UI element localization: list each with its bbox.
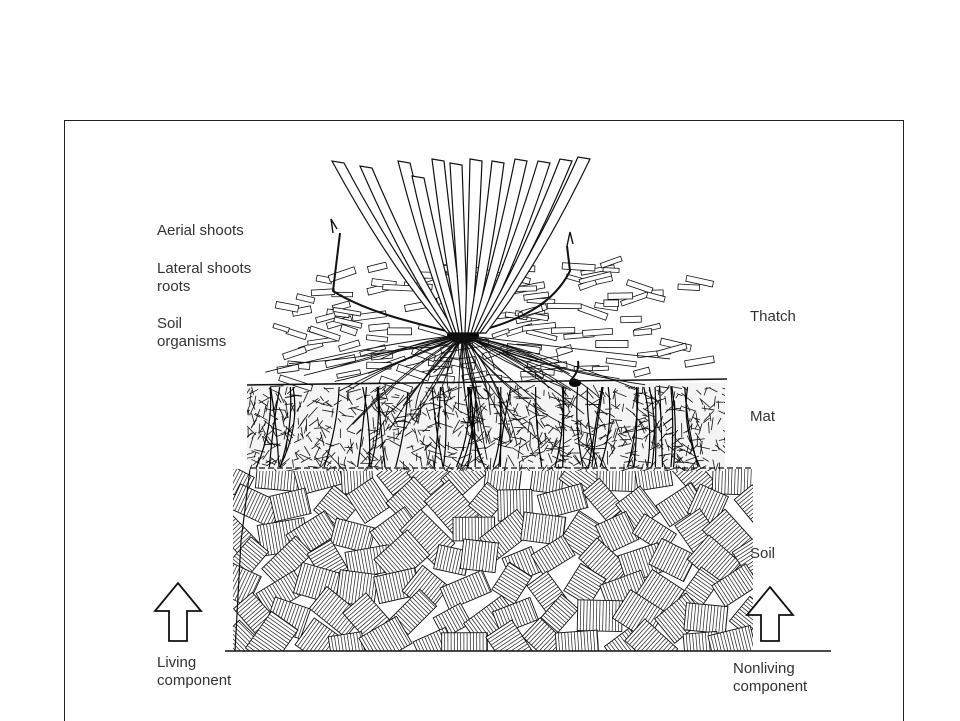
thatch-fragment [603,268,619,273]
thatch-fragment [492,329,510,338]
diagram-frame: Aerial shoots Lateral shoots roots Soil … [64,120,904,721]
thatch-fragment [388,328,412,335]
thatch-fragment [328,267,356,282]
arrow-up-icon [155,583,201,641]
thatch-fragment [583,328,613,336]
soil-block [555,630,599,665]
thatch-fragment [339,340,361,351]
soil-block [440,570,491,609]
label-roots: roots [157,277,190,296]
soil-layer [211,450,782,675]
thatch-fragment [592,366,608,371]
thatch-fragment [633,367,650,377]
thatch-fragment [369,323,390,331]
label-thatch: Thatch [750,307,796,326]
thatch-fragment [626,280,653,294]
thatch-fragment [311,289,334,296]
label-mat: Mat [750,407,775,426]
shoot-tip [567,232,573,246]
label-soil: Soil [750,544,775,563]
thatch-fragment [562,263,595,271]
soil-block [270,488,311,521]
thatch-fragment [621,316,642,323]
thatch-fragment [367,262,387,272]
thatch-fragment [337,370,361,379]
soil-block [684,603,728,634]
label-nonliving-line1: Nonliving [733,659,795,678]
thatch-fragment [551,328,574,334]
thatch-fragment [596,340,628,347]
thatch-fragment [685,356,715,367]
label-lateral-shoots: Lateral shoots [157,259,251,278]
soil-profile-illustration [65,121,903,721]
mat-layer [237,383,734,484]
label-nonliving-line2: component [733,677,807,696]
thatch-fragment [606,358,636,367]
arrow-up-icon [747,587,793,641]
thatch-fragment [604,300,619,306]
thatch-fragment [608,293,633,300]
thatch-fragment [283,347,307,360]
thatch-fragment [273,323,290,332]
label-living-line1: Living [157,653,196,672]
soil-block [460,539,498,573]
shoot-tip [331,219,337,233]
thatch-fragment [547,304,581,309]
thatch-fragment [366,335,387,342]
thatch-fragment [678,284,700,291]
soil-block [442,633,488,663]
label-aerial-shoots: Aerial shoots [157,221,244,240]
thatch-fragment [275,301,298,312]
thatch-fragment [522,322,556,331]
label-soil-organisms-line2: organisms [157,332,226,351]
label-soil-organisms-line1: Soil [157,314,182,333]
label-living-line2: component [157,671,231,690]
